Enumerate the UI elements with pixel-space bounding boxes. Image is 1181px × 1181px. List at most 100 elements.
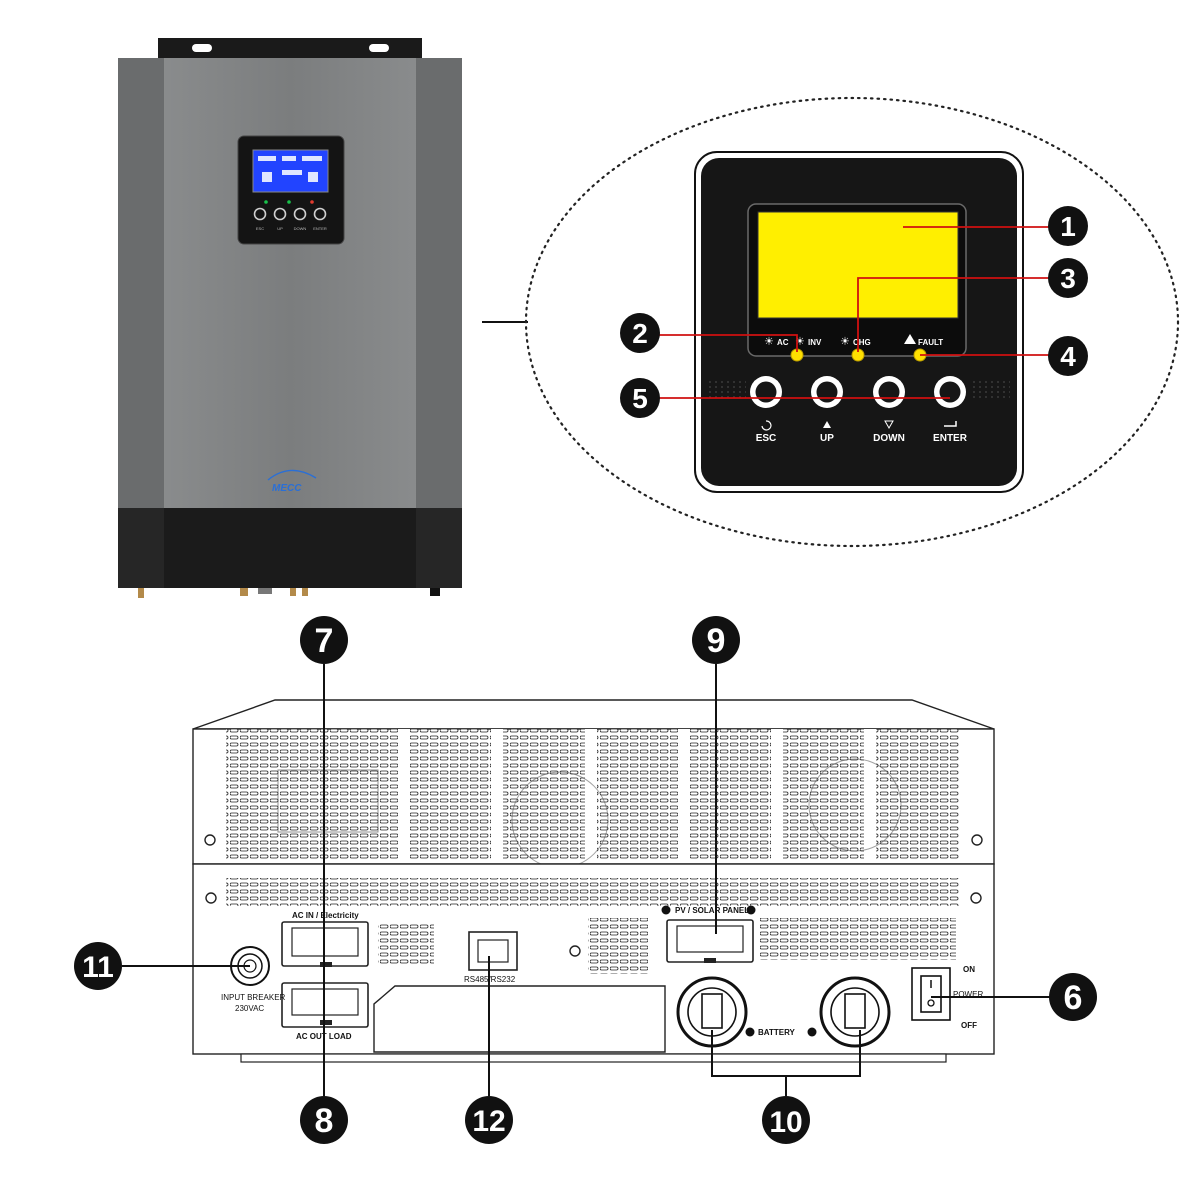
up-button[interactable]	[811, 376, 843, 408]
switch-off-label: OFF	[961, 1021, 977, 1030]
enter-icon	[944, 421, 957, 427]
leader-3	[857, 277, 1052, 352]
svg-text:10: 10	[769, 1106, 802, 1139]
rear-top-bevel	[192, 699, 995, 730]
enter-label: ENTER	[933, 433, 968, 444]
mini-button-labels: ESC UP DOWN ENTER	[256, 226, 327, 231]
down-label: DOWN	[873, 433, 905, 444]
switch-on-label: ON	[963, 965, 975, 974]
led-label-chg: CHG	[853, 338, 871, 347]
led-label-row: ☀ AC ☀ INV ☀ CHG FAULT	[764, 334, 943, 348]
svg-text:5: 5	[632, 383, 648, 414]
mini-label-enter: ENTER	[313, 226, 327, 231]
mini-label-down: DOWN	[294, 226, 307, 231]
mini-enter-button[interactable]	[313, 207, 327, 221]
svg-text:8: 8	[315, 1102, 334, 1140]
front-leader-lines	[656, 226, 1052, 399]
mini-buttons	[253, 207, 327, 221]
screw-lower-right	[970, 892, 982, 904]
brand-logo: MECC	[267, 469, 317, 494]
warning-triangle-icon	[904, 334, 916, 344]
callout-1: 1	[1048, 206, 1088, 246]
pv-terminal-inner	[676, 925, 744, 953]
enter-button[interactable]	[934, 376, 966, 408]
leader-10	[711, 1030, 861, 1096]
esc-button[interactable]	[750, 376, 782, 408]
power-switch[interactable]	[920, 975, 942, 1013]
inverter-unit: ESC UP DOWN ENTER MECC	[118, 38, 462, 598]
svg-text:4: 4	[1060, 341, 1076, 372]
ac-in-label: AC IN / Electricity	[292, 911, 359, 920]
vents-divider-4	[678, 729, 690, 859]
bracket-slot-right	[369, 44, 389, 52]
led-label-fault: FAULT	[918, 338, 943, 347]
mini-down-button[interactable]	[293, 207, 307, 221]
grille-right	[970, 378, 1010, 400]
mini-esc-button[interactable]	[253, 207, 267, 221]
pv-tab	[704, 958, 716, 963]
lower-vents-left	[378, 922, 434, 966]
svg-text:1: 1	[1060, 211, 1076, 242]
internal-fan-right	[808, 758, 902, 852]
battery-negative-terminal	[819, 976, 891, 1048]
callout-5: 5	[620, 378, 660, 418]
led-label-ac: AC	[777, 338, 789, 347]
rear-leader-lines	[122, 664, 1050, 1096]
ground-screw	[569, 945, 581, 957]
callout-7: 7	[300, 616, 348, 664]
breaker-label-1: INPUT BREAKER	[221, 993, 286, 1002]
svg-text:9: 9	[707, 622, 726, 660]
callout-8: 8	[300, 1096, 348, 1144]
callout-11: 11	[74, 942, 122, 990]
svg-text:11: 11	[82, 951, 114, 984]
sun-chg-icon: ☀	[840, 335, 850, 348]
down-button[interactable]	[873, 376, 905, 408]
rear-base-strip	[240, 1053, 947, 1063]
battery-minus-icon	[807, 1027, 817, 1037]
breaker-label-2: 230VAC	[235, 1004, 264, 1013]
mounting-bracket	[158, 38, 422, 60]
bottom-terminals	[138, 588, 440, 598]
brand-logo-text: MECC	[272, 483, 302, 494]
ac-in-tab	[320, 962, 332, 967]
screw-upper-left	[204, 834, 216, 846]
mini-up-button[interactable]	[273, 207, 287, 221]
mini-label-esc: ESC	[256, 226, 264, 231]
sun-inv-icon: ☀	[795, 335, 805, 348]
callout-4: 4	[1048, 336, 1088, 376]
return-icon	[761, 420, 772, 431]
grille-left	[706, 378, 746, 400]
zoom-ellipse	[524, 96, 1180, 548]
battery-label: BATTERY	[758, 1028, 796, 1037]
internal-board	[277, 769, 379, 833]
callout-10: 10	[762, 1096, 810, 1144]
vents-divider-1	[398, 729, 410, 859]
vents-divider-6	[864, 729, 876, 859]
callout-6: 6	[1049, 973, 1097, 1021]
front-panel-zoom: ☀ AC ☀ INV ☀ CHG FAULT	[694, 151, 1024, 493]
inverter-base-front	[164, 508, 416, 588]
leader-2	[656, 334, 798, 352]
screw-upper-right	[971, 834, 983, 846]
up-label: UP	[820, 433, 834, 444]
svg-text:12: 12	[472, 1105, 505, 1138]
pv-plus-icon	[661, 905, 671, 915]
callout-12: 12	[465, 1096, 513, 1144]
rs485-port	[468, 931, 518, 971]
rear-panel: AC IN / Electricity AC OUT LOAD RS485/RS…	[192, 699, 995, 1063]
switch-power-label: POWER	[953, 990, 983, 999]
lower-vents-mid	[588, 918, 648, 974]
triangle-down-icon	[884, 420, 894, 430]
mini-label-up: UP	[277, 226, 283, 231]
lower-vents-top	[226, 878, 960, 906]
esc-label: ESC	[756, 433, 777, 444]
led-label-inv: INV	[808, 338, 822, 347]
lower-vents-right	[760, 918, 956, 960]
housing-side-left	[118, 58, 164, 510]
mini-leds	[264, 200, 314, 204]
housing-side-right	[416, 58, 462, 510]
callout-2: 2	[620, 313, 660, 353]
svg-text:2: 2	[632, 318, 648, 349]
callout-3: 3	[1048, 258, 1088, 298]
